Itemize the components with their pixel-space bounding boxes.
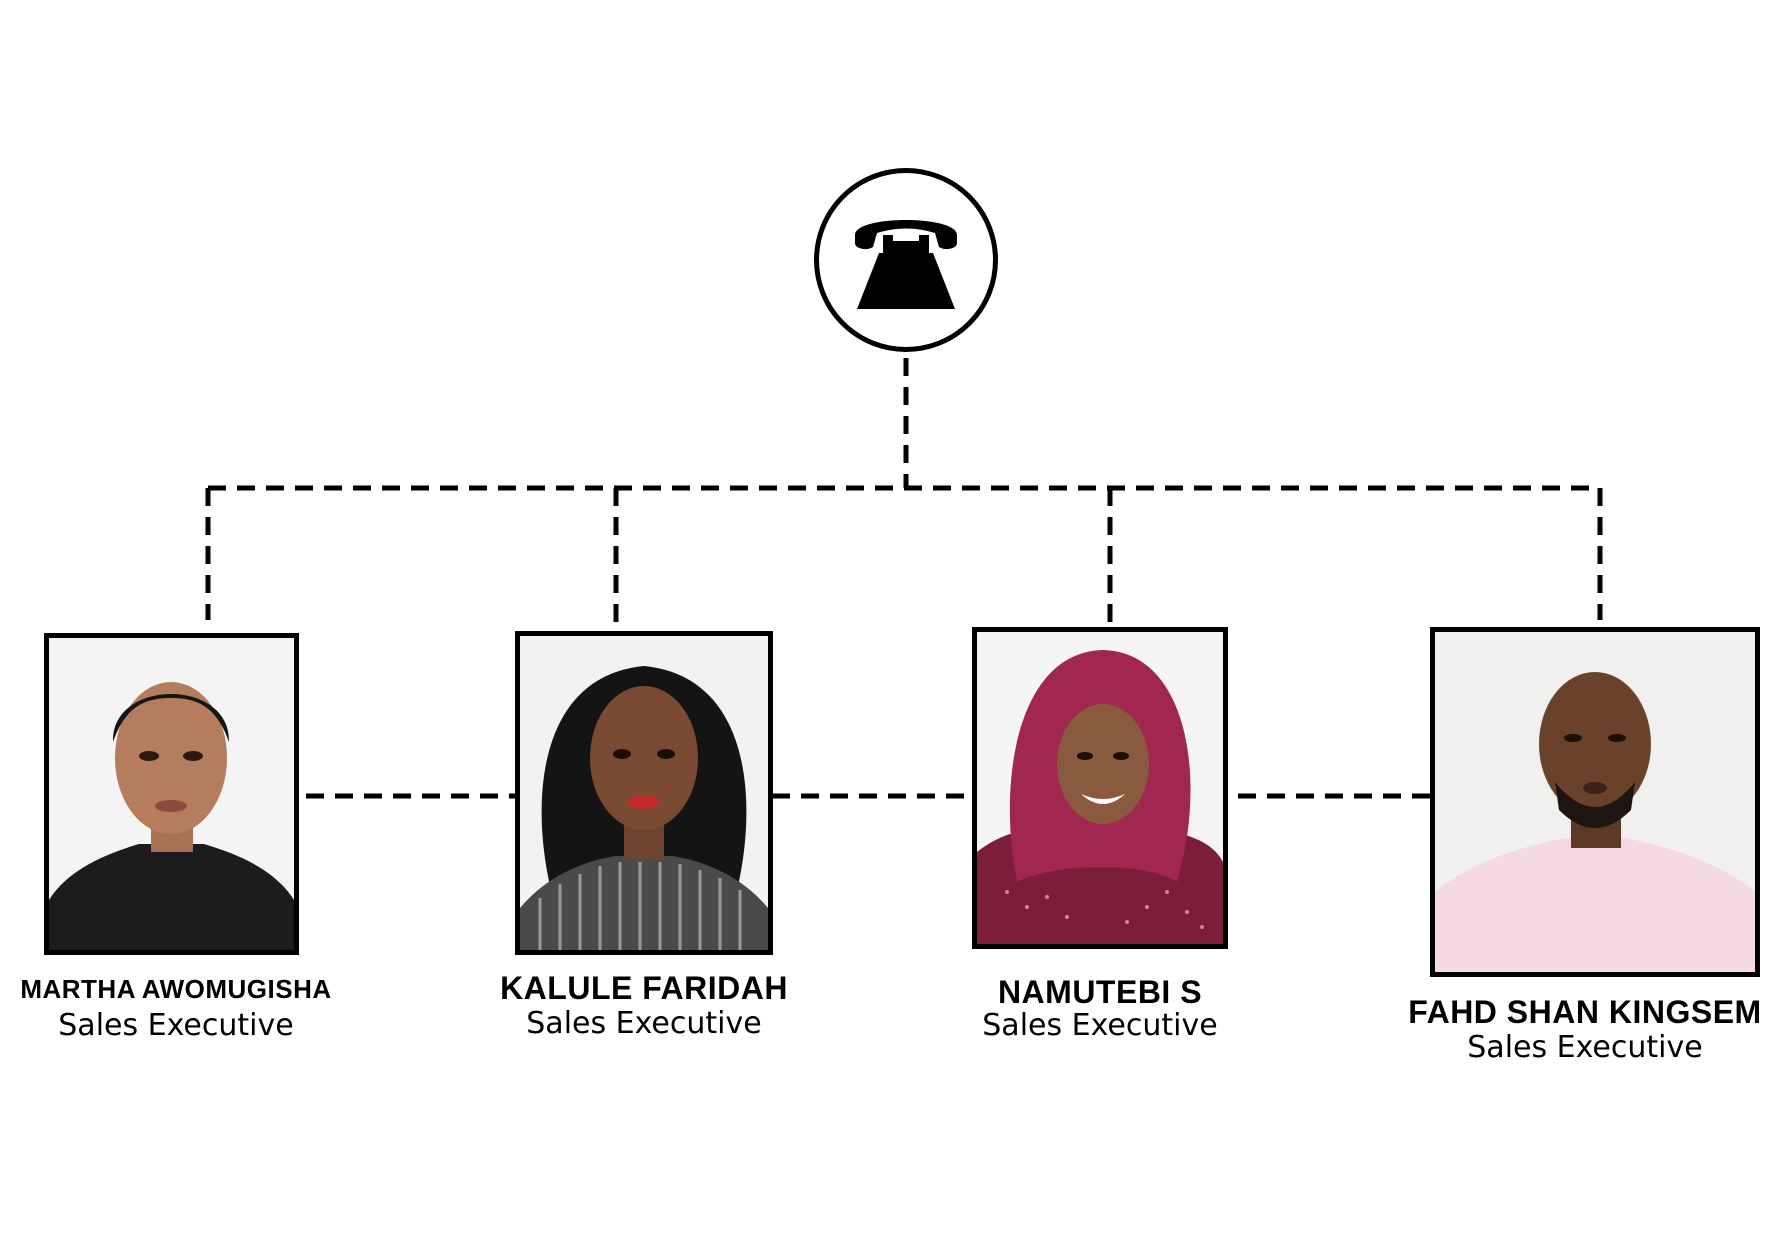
member-name-3: NAMUTEBI S [997,974,1203,1010]
member-role-4: Sales Executive [1467,1030,1703,1065]
member-name-1: MARTHA AWOMUGISHA [20,974,332,1004]
portrait-image [49,638,294,950]
member-role-2: Sales Executive [526,1006,762,1041]
telephone-hub [814,168,998,352]
member-name-2: KALULE FARIDAH [500,970,788,1006]
member-role-3: Sales Executive [982,1008,1218,1043]
member-role-1: Sales Executive [58,1008,294,1043]
member-photo-2 [515,631,773,955]
member-photo-1 [44,633,299,955]
portrait-image [520,636,768,950]
member-photo-3 [972,627,1228,949]
member-name-4: FAHD SHAN KINGSEM [1408,994,1762,1030]
portrait-image [1435,632,1755,972]
portrait-image [977,632,1223,944]
telephone-icon [855,220,957,309]
member-photo-4 [1430,627,1760,977]
